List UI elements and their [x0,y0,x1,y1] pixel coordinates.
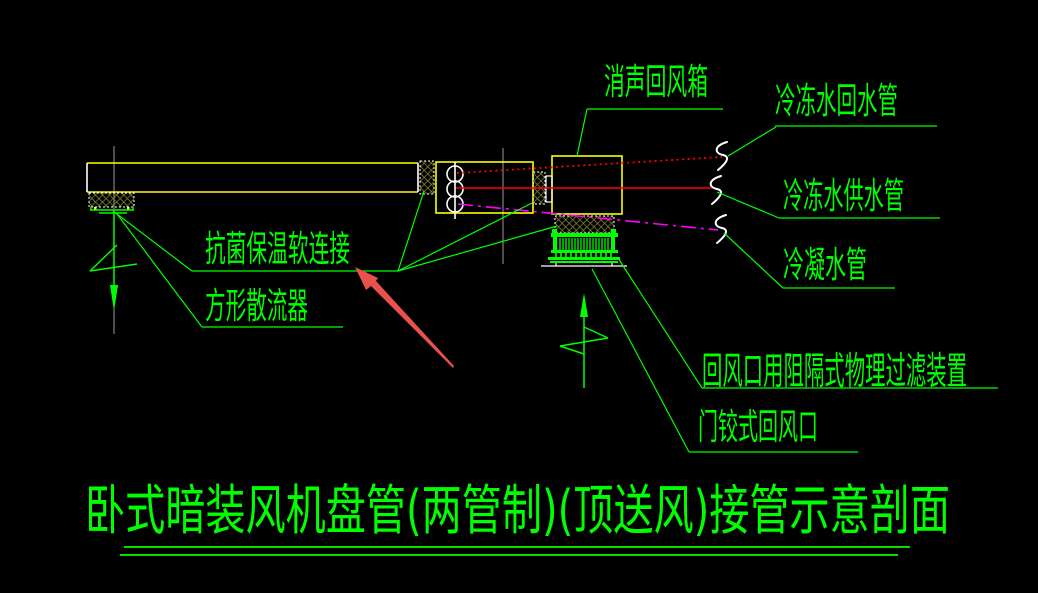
grille-tab-left [552,229,557,234]
return-arrow-zigzag-3 [559,345,585,355]
leader-return-filter [617,257,703,389]
pipe-break-symbol-supply [709,175,722,205]
supply-arrow-zigzag-1 [89,244,118,272]
label-square-diffuser: 方形散流器 [205,286,308,327]
pipe-break-symbol-condensate [714,214,727,244]
grille-right-frame [611,237,615,252]
chilled-water-return-pipe-line [456,156,723,174]
coil-connection-circle-middle [446,180,464,198]
supply-arrow-head [110,285,118,311]
water-pipes [456,156,723,231]
label-hinged-return-inlet: 门铰式回风口 [698,407,818,448]
return-arrow-head [580,293,588,317]
drawing-title: 卧式暗装风机盘管(两管制)(顶送风)接管示意剖面 [85,479,950,542]
leader-flexible-to-connector2 [397,202,533,272]
condensate-pipe-line [457,203,719,231]
label-return-inlet-filter: 回风口用阻隔式物理过滤装置 [702,349,967,393]
label-chilled-water-return-pipe: 冷冻水回水管 [775,81,898,122]
supply-arrow-zigzag-2 [89,263,138,272]
white-details [86,162,627,267]
return-air-flow-arrow-icon [559,293,609,388]
diffuser-flexible-connector [88,192,135,208]
return-arrow-zigzag-1 [583,326,609,339]
flexible-connectors [88,160,615,234]
grille-top-rail [551,233,618,237]
label-condensate-pipe: 冷凝水管 [783,245,867,286]
annotation-leader-lines [112,108,998,453]
title-block: 卧式暗装风机盘管(两管制)(顶送风)接管示意剖面 [85,479,950,556]
air-flow-arrows [89,212,609,388]
grille-tab-right [611,229,616,234]
red-pointer-arrow-icon [355,267,454,368]
label-silencer-return-box: 消声回风箱 [604,62,708,103]
return-air-grille [548,229,620,263]
pipe-break-symbol-return [715,141,728,171]
annotation-labels: 消声回风箱 冷冻水回水管 冷冻水供水管 冷凝水管 抗菌保温软连接 方形散流器 回… [205,62,967,448]
leader-diffuser [116,213,203,328]
leader-hinged-inlet [591,268,690,453]
diffuser-corner-mark-left [94,207,97,210]
supply-air-flow-arrow-icon [89,212,138,311]
silencer-return-box [551,155,623,215]
label-antibacterial-flexible-connection: 抗菌保温软连接 [205,229,350,270]
diffuser-corner-mark-right [127,207,130,210]
grille-base-plate [548,257,620,260]
grille-lower-louvers [555,253,612,258]
grille-mid-rail [551,250,618,253]
leader-flexible-left [112,210,193,272]
grille-base-trim [550,261,618,263]
return-arrow-zigzag-2 [559,337,609,347]
connector-flange [545,175,553,203]
leader-condensate [723,232,784,289]
coil-connection-circle-top [446,165,464,183]
pipe-break-symbols [709,141,728,244]
supply-flexible-connector-1 [419,160,435,195]
leader-silencer-box [576,108,588,157]
grille-upper-louvers [559,238,609,250]
leader-cw-return [727,126,777,157]
square-diffuser-face [90,207,134,214]
leader-flexible-to-return-connector [397,225,558,272]
grille-left-frame [553,237,557,252]
leader-flexible-to-connector1 [397,190,425,272]
leader-cw-supply [716,191,780,219]
label-chilled-water-supply-pipe: 冷冻水供水管 [783,176,904,217]
